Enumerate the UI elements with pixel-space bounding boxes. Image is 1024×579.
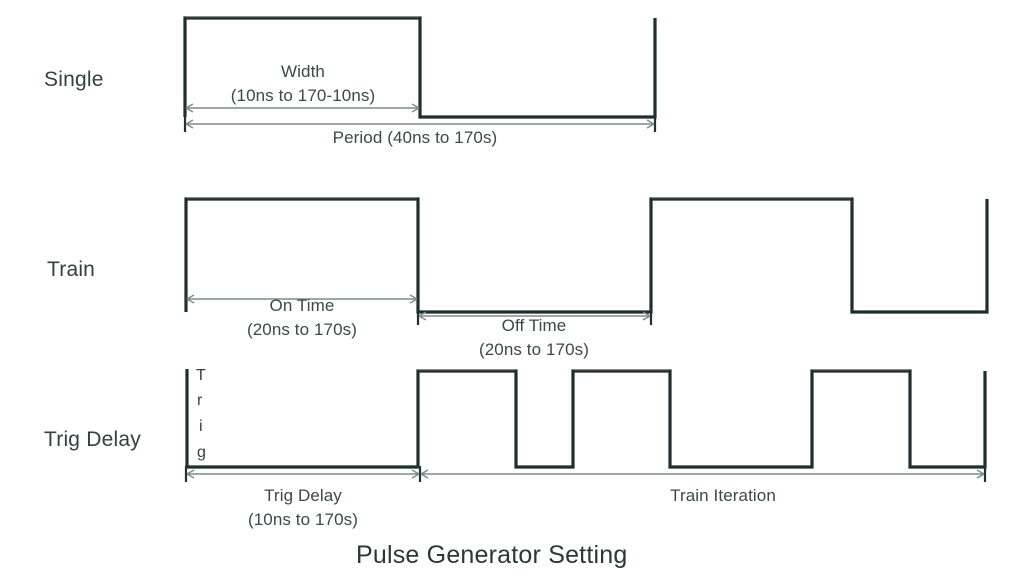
row-label-trig-delay: Trig Delay bbox=[44, 428, 141, 451]
figure-title: Pulse Generator Setting bbox=[356, 541, 628, 569]
single-waveform bbox=[183, 16, 657, 119]
single-width-dimension bbox=[183, 101, 422, 115]
dimension-label-on-time: On Time bbox=[269, 296, 335, 315]
single-period-dimension bbox=[183, 116, 657, 132]
trig-delay-waveform bbox=[185, 369, 987, 469]
dimension-label-train-iteration: Train Iteration bbox=[670, 486, 776, 505]
dimension-label-width: Width bbox=[281, 62, 325, 81]
row-label-train: Train bbox=[47, 258, 96, 281]
dimension-range-on-time: (20ns to 170s) bbox=[246, 320, 358, 339]
train-waveform bbox=[184, 197, 989, 314]
train-iteration-dimension bbox=[420, 466, 987, 482]
train-on-time-dimension bbox=[184, 292, 420, 307]
dimension-range-off-time: (20ns to 170s) bbox=[478, 340, 590, 359]
trig-axis-letter-r: r bbox=[197, 392, 203, 409]
train-off-time-dimension bbox=[416, 308, 653, 325]
trig-delay-dimension bbox=[184, 466, 422, 482]
dimension-label-off-time: Off Time bbox=[501, 316, 567, 335]
dimension-label-trig-delay: Trig Delay bbox=[264, 486, 342, 505]
row-label-single: Single bbox=[44, 68, 104, 91]
dimension-range-width: (10ns to 170-10ns) bbox=[230, 86, 376, 105]
trig-axis-letter-g: g bbox=[197, 444, 206, 461]
dimension-label-period: Period (40ns to 170s) bbox=[332, 128, 498, 147]
dimension-range-trig-delay: (10ns to 170s) bbox=[247, 510, 359, 529]
trig-axis-letter-i: i bbox=[199, 418, 203, 435]
trig-axis-letter-t: T bbox=[196, 367, 206, 384]
